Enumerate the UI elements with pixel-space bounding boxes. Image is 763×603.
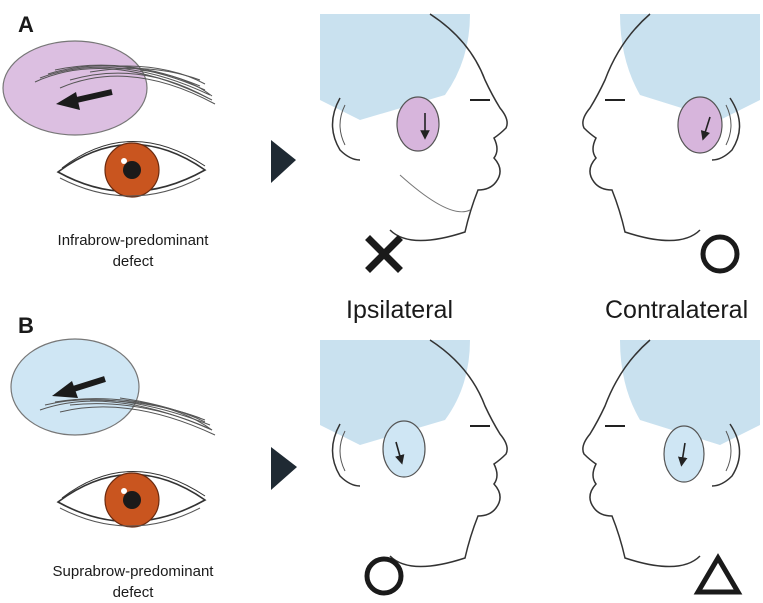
- panel-a-caption: Infrabrow-predominant defect: [8, 230, 258, 272]
- panel-a-eye-icon: [58, 141, 205, 197]
- panel-a-caption-line1: Infrabrow-predominant: [8, 230, 258, 251]
- panel-b-letter: B: [18, 313, 34, 339]
- panel-b-pointer-arrow: [271, 447, 297, 490]
- panel-a-brow-diagram: [3, 41, 215, 135]
- contralateral-label: Contralateral: [605, 296, 748, 325]
- panel-a-pointer-arrow: [271, 140, 296, 183]
- panel-b-ipsilateral-cheek-ellipse: [383, 421, 425, 477]
- panel-b-contralateral-face: [583, 340, 760, 567]
- panel-a-ipsilateral-cheek-ellipse: [397, 97, 439, 151]
- panel-b-ipsilateral-circle-icon: [367, 559, 401, 593]
- panel-a-ipsilateral-cross-icon: [370, 240, 398, 268]
- panel-a-contralateral-circle-icon: [703, 237, 737, 271]
- panel-b-caption-line1: Suprabrow-predominant: [8, 561, 258, 582]
- panel-b-caption: Suprabrow-predominant defect: [8, 561, 258, 603]
- panel-a-defect-ellipse: [3, 41, 147, 135]
- panel-b-ipsilateral-face: [320, 340, 507, 567]
- panel-a-contralateral-face: [583, 14, 760, 241]
- panel-a-contralateral-cheek-ellipse: [678, 97, 722, 153]
- panel-b-caption-line2: defect: [8, 582, 258, 603]
- ipsilateral-label: Ipsilateral: [346, 296, 453, 325]
- panel-a-ipsilateral-face: [320, 14, 507, 241]
- panel-b-brow-diagram: [11, 339, 215, 435]
- panel-a-caption-line2: defect: [8, 251, 258, 272]
- panel-b-eye-icon: [58, 471, 205, 527]
- panel-b-contralateral-triangle-icon: [698, 558, 738, 592]
